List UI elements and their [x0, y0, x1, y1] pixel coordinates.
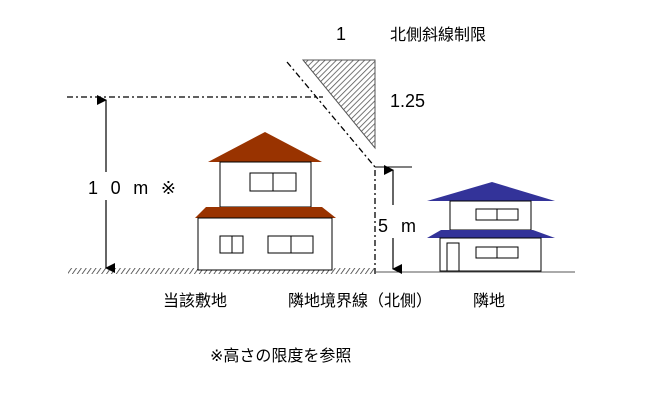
own-house [195, 132, 336, 271]
door [446, 242, 460, 272]
diagram-title: 北側斜線制限 [390, 25, 486, 44]
own-site-label: 当該敷地 [163, 291, 227, 310]
boundary-label: 隣地境界線（北側） [288, 291, 432, 310]
ratio-run-label: 1.25 [390, 91, 425, 111]
neighbor-house-lower-roof [427, 230, 555, 238]
neighbor-house [427, 182, 555, 272]
slope-ratio-triangle [301, 59, 376, 150]
own-house-upper-roof [208, 132, 322, 162]
base-height-label: 5m [378, 216, 416, 236]
ground-hatch [68, 268, 375, 274]
own-house-lower-roof [195, 207, 336, 218]
ratio-rise-label: 1 [336, 24, 346, 44]
neighbor-house-upper-roof [427, 182, 555, 201]
neighbor-label: 隣地 [473, 291, 505, 310]
note-text: ※高さの限度を参照 [210, 346, 351, 365]
height-limit-label: 10m※ [88, 178, 176, 198]
